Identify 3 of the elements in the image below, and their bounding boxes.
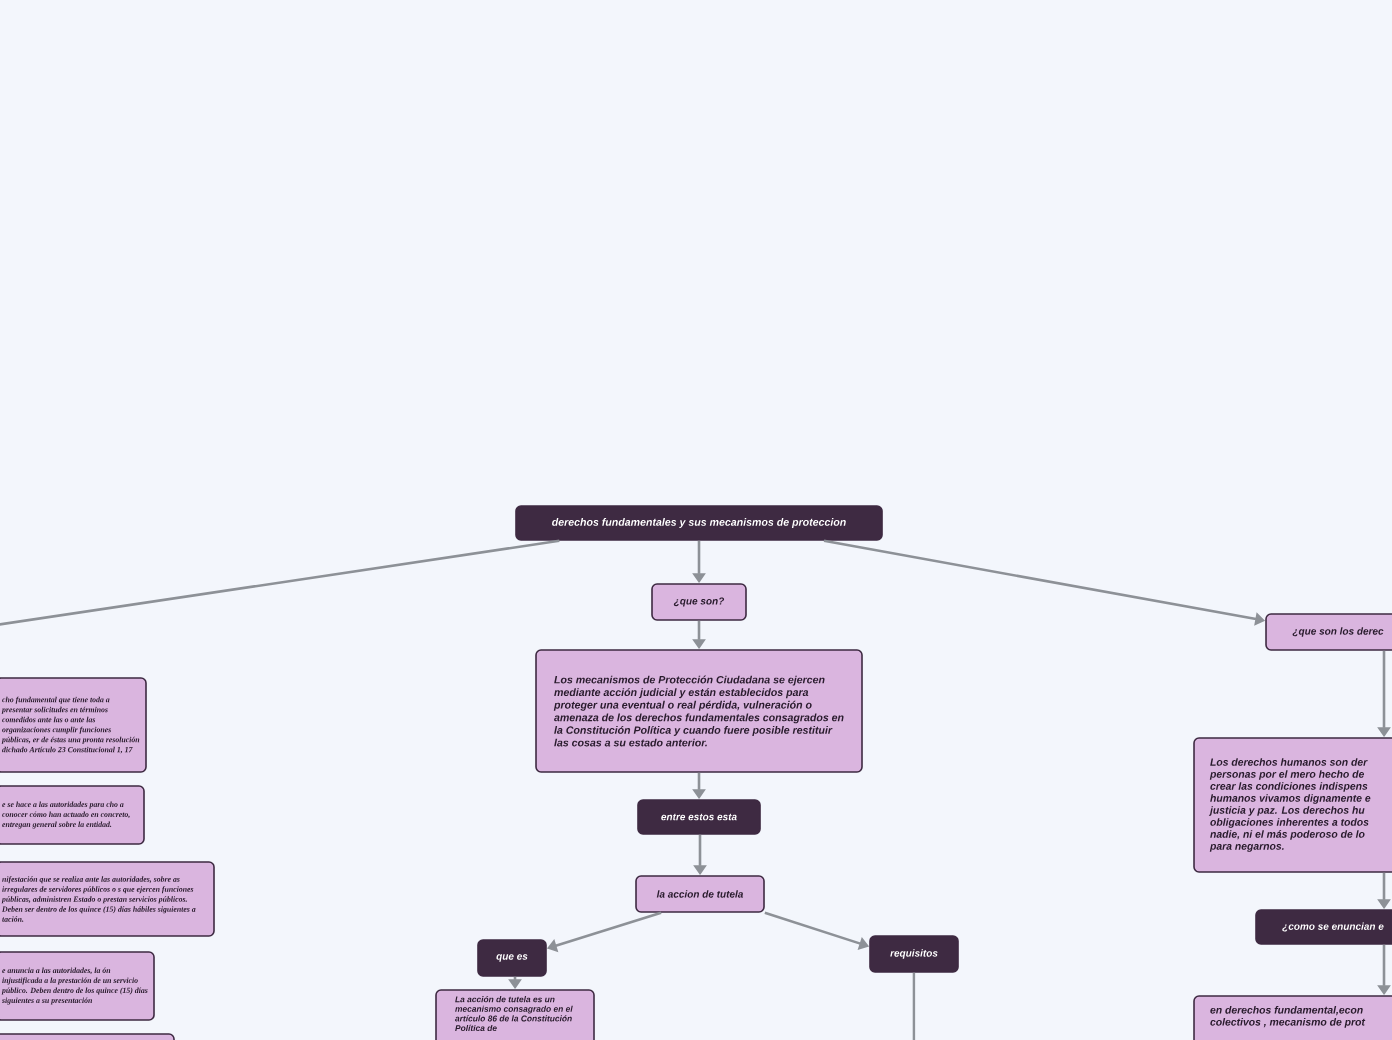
connector-line [0,539,560,630]
empty-box [0,1033,175,1040]
connector-line [912,972,916,1040]
